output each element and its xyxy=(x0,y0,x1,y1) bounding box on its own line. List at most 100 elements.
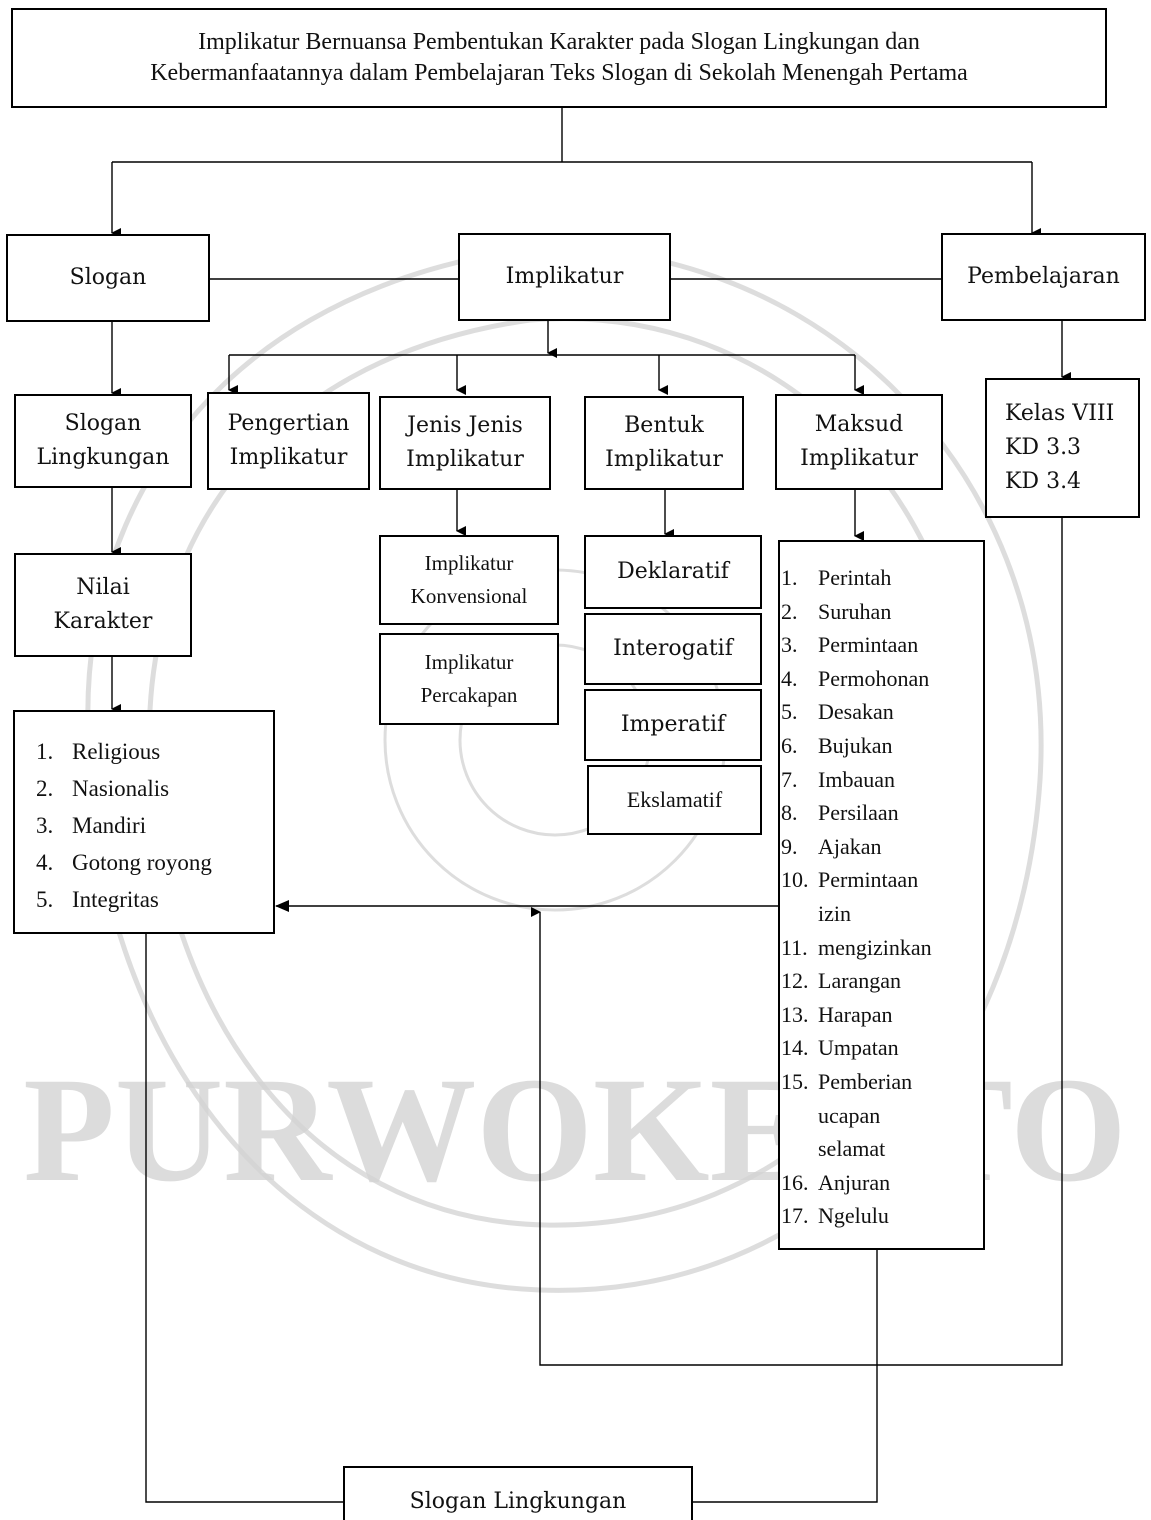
karakter-list: 1. Religious 2. Nasionalis 3. Mandiri 4.Gotong… xyxy=(36,733,212,918)
karakter-item-number: 2. xyxy=(36,776,54,801)
node-bottom-slogan-lingkungan: Slogan Lingkungan xyxy=(343,1466,693,1520)
maksud-item-continuation: selamat xyxy=(818,1136,886,1162)
maksud-item: 13. Harapan xyxy=(781,998,932,1032)
node-pengertian: Pengertian Implikatur xyxy=(207,392,370,490)
maksud-item-label: Perintah xyxy=(818,565,892,590)
maksud-item-label: Ngelulu xyxy=(818,1203,889,1229)
karakter-item-number: 4. xyxy=(36,850,54,875)
maksud-item-number: 16. xyxy=(781,1169,809,1195)
node-kelas-line-3: KD 3.4 xyxy=(1005,469,1082,494)
maksud-item-number: 3. xyxy=(781,632,798,658)
node-maksud-line-1: Maksud xyxy=(814,412,904,437)
node-konvensional-line-1: Implikatur xyxy=(424,551,514,575)
node-slogan-lingkungan-line-2: Lingkungan xyxy=(36,445,170,470)
maksud-item: 12. Larangan xyxy=(781,964,932,998)
node-nilai-karakter-line-2: Karakter xyxy=(53,609,153,634)
maksud-item-number: 6. xyxy=(781,732,798,758)
maksud-item-label: Permintaan xyxy=(818,632,919,658)
maksud-item: 9. Ajakan xyxy=(781,830,932,864)
maksud-item: 4.Permohonan xyxy=(781,662,932,696)
karakter-item-label: Religious xyxy=(72,739,161,764)
maksud-item: 1. Perintah xyxy=(781,561,932,595)
node-slogan-label: Slogan xyxy=(69,265,147,290)
maksud-item: 2. Suruhan xyxy=(781,595,932,629)
maksud-item-label: Imbauan xyxy=(818,766,895,792)
node-interogatif: Interogatif xyxy=(584,613,762,685)
node-jenis: Jenis Jenis Implikatur xyxy=(379,396,551,490)
maksud-item-label: Ajakan xyxy=(818,833,882,859)
maksud-item: 5. Desakan xyxy=(781,695,932,729)
karakter-item: 4.Gotong royong xyxy=(36,844,212,881)
maksud-item: 3. Permintaan xyxy=(781,628,932,662)
maksud-item-continuation: ucapan xyxy=(818,1102,881,1128)
node-nilai-karakter: Nilai Karakter xyxy=(14,553,192,657)
maksud-item: 17. Ngelulu xyxy=(781,1199,932,1233)
maksud-item: 8.Persilaan xyxy=(781,796,932,830)
maksud-list-box xyxy=(778,540,985,1250)
maksud-item-label: Desakan xyxy=(818,699,894,725)
node-kelas: Kelas VIII KD 3.3 KD 3.4 xyxy=(985,378,1140,518)
karakter-item: 5. Integritas xyxy=(36,881,212,918)
node-percakapan: Implikatur Percakapan xyxy=(379,633,559,725)
node-pembelajaran: Pembelajaran xyxy=(941,233,1146,321)
title-line-2: Kebermanfaatannya dalam Pembelajaran Tek… xyxy=(150,60,968,86)
node-slogan-lingkungan: Slogan Lingkungan xyxy=(14,394,192,488)
maksud-item: 16.Anjuran xyxy=(781,1166,932,1200)
maksud-item-number: 10. xyxy=(781,867,809,893)
node-ekslamatif: Ekslamatif xyxy=(587,765,762,835)
maksud-item: 10. Permintaan izin xyxy=(781,863,932,930)
node-slogan-lingkungan-line-1: Slogan xyxy=(64,411,142,436)
maksud-item-label: Permintaan xyxy=(818,867,919,893)
node-konvensional: Implikatur Konvensional xyxy=(379,535,559,625)
maksud-item-label: Suruhan xyxy=(818,598,892,624)
karakter-item: 3. Mandiri xyxy=(36,807,212,844)
maksud-item-number: 5. xyxy=(781,699,798,725)
karakter-item-number: 1. xyxy=(36,739,54,764)
node-bentuk: Bentuk Implikatur xyxy=(584,396,744,490)
node-percakapan-line-2: Percakapan xyxy=(420,683,518,707)
maksud-item-label: Persilaan xyxy=(818,800,899,826)
node-imperatif-label: Imperatif xyxy=(620,712,726,737)
maksud-item-continuation: izin xyxy=(818,900,851,926)
maksud-item-number: 11. xyxy=(781,934,808,960)
node-imperatif: Imperatif xyxy=(584,689,762,761)
maksud-item-number: 17. xyxy=(781,1203,809,1229)
maksud-item-label: Larangan xyxy=(818,968,902,994)
maksud-item-label: Harapan xyxy=(818,1001,893,1027)
karakter-item: 1. Religious xyxy=(36,733,212,770)
node-maksud: Maksud Implikatur xyxy=(775,394,943,490)
maksud-item-number: 7. xyxy=(781,766,798,792)
karakter-item: 2. Nasionalis xyxy=(36,770,212,807)
node-jenis-line-2: Implikatur xyxy=(406,447,524,472)
karakter-list-box xyxy=(13,710,275,934)
maksud-item: 11.mengizinkan xyxy=(781,931,932,965)
node-kelas-line-1: Kelas VIII xyxy=(1005,401,1115,426)
maksud-item-label: Umpatan xyxy=(818,1035,899,1061)
maksud-item-number: 13. xyxy=(781,1001,809,1027)
maksud-item: 6. Bujukan xyxy=(781,729,932,763)
maksud-item-number: 2. xyxy=(781,598,798,624)
maksud-item-number: 9. xyxy=(781,833,798,859)
karakter-item-label: Nasionalis xyxy=(72,776,170,801)
node-interogatif-label: Interogatif xyxy=(613,636,733,661)
maksud-item: 7. Imbauan xyxy=(781,763,932,797)
node-ekslamatif-label: Ekslamatif xyxy=(626,787,723,812)
maksud-item-number: 1. xyxy=(781,565,798,590)
karakter-item-number: 3. xyxy=(36,813,54,838)
maksud-item-number: 12. xyxy=(781,968,809,994)
node-pembelajaran-label: Pembelajaran xyxy=(967,264,1120,289)
maksud-item-number: 4. xyxy=(781,665,798,691)
node-maksud-line-2: Implikatur xyxy=(800,446,918,471)
maksud-item-label: Bujukan xyxy=(818,732,893,758)
node-pengertian-line-2: Implikatur xyxy=(229,445,348,470)
karakter-item-label: Integritas xyxy=(72,887,159,912)
title-box: Implikatur Bernuansa Pembentukan Karakte… xyxy=(11,8,1107,108)
node-slogan: Slogan xyxy=(6,234,210,322)
node-percakapan-line-1: Implikatur xyxy=(424,650,514,674)
karakter-item-label: Mandiri xyxy=(72,813,147,838)
karakter-item-number: 5. xyxy=(36,887,54,912)
title-line-1: Implikatur Bernuansa Pembentukan Karakte… xyxy=(198,29,920,55)
node-nilai-karakter-line-1: Nilai xyxy=(76,575,130,600)
